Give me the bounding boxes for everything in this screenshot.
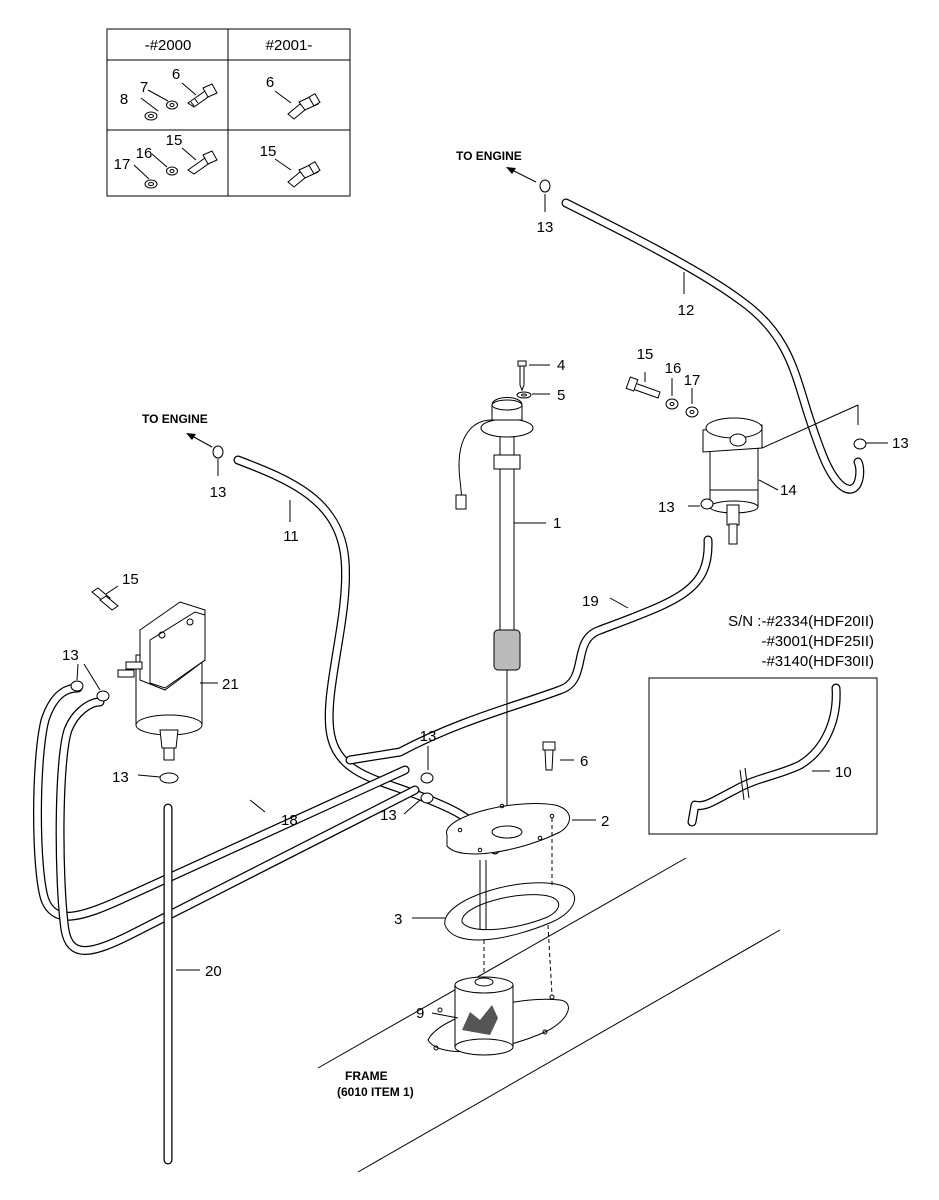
table-row2-left-parts: 17 16 15 [114, 132, 218, 189]
callout-18: 18 [281, 812, 298, 829]
hose-10 [687, 683, 841, 827]
callout-13-center-upper: 13 [420, 728, 437, 745]
callout-13-filter: 13 [658, 499, 675, 516]
mounting-plate-2 [446, 803, 570, 855]
fitting-6-icon [287, 92, 321, 120]
serial-note-line2: -#3001(HDF25II) [761, 633, 874, 650]
hose-18 [33, 683, 410, 921]
hose-18-second-run [55, 697, 420, 955]
callout-13-engine-left: 13 [210, 484, 227, 501]
table-label-15: 15 [166, 132, 183, 149]
callout-1: 1 [553, 515, 561, 532]
callout-13-right: 13 [892, 435, 909, 452]
callout-9: 9 [416, 1005, 424, 1022]
table-label-16: 16 [136, 145, 153, 162]
table-header-post-2001: #2001- [266, 37, 313, 54]
bolt-6-icon [187, 83, 218, 108]
water-separator-filter-14 [702, 404, 859, 545]
callout-15-upper: 15 [637, 346, 654, 363]
callout-13-pump: 13 [62, 647, 79, 664]
callout-19: 19 [582, 593, 599, 610]
callout-16: 16 [665, 360, 682, 377]
to-engine-upper-label: TO ENGINE [456, 149, 522, 163]
table-row1-left-parts: 8 7 6 [120, 66, 218, 121]
serial-variant-detail: S/N :-#2334(HDF20II) -#3001(HDF25II) -#3… [648, 613, 878, 835]
hoses [33, 198, 865, 1165]
frame-label: FRAME [345, 1069, 388, 1083]
washer-5 [516, 391, 532, 399]
table-label-15-new: 15 [260, 143, 277, 160]
callout-leaders [76, 194, 888, 1019]
callout-20: 20 [205, 963, 222, 980]
hose-12 [561, 198, 865, 494]
hardware-variant-table: -#2000 #2001- 8 7 6 6 [106, 28, 351, 197]
strainer-9 [454, 976, 514, 1056]
bolt-15-upper [625, 376, 661, 399]
callout-14: 14 [780, 482, 797, 499]
bolt-15-icon [187, 150, 218, 175]
callout-4: 4 [557, 357, 565, 374]
fitting-15-icon [287, 160, 321, 188]
callout-6: 6 [580, 753, 588, 770]
table-row2-right-parts: 15 [260, 143, 321, 188]
to-engine-left: TO ENGINE [142, 412, 213, 448]
frame-item-ref: (6010 ITEM 1) [337, 1085, 414, 1099]
table-row1-right-parts: 6 [266, 74, 321, 120]
callout-21: 21 [222, 676, 239, 693]
to-engine-left-label: TO ENGINE [142, 412, 208, 426]
callout-10: 10 [835, 764, 852, 781]
table-header-pre-2000: -#2000 [145, 37, 192, 54]
serial-note-line1: S/N :-#2334(HDF20II) [728, 613, 874, 630]
callout-5: 5 [557, 387, 565, 404]
gasket-3 [444, 860, 576, 941]
serial-note-line3: -#3140(HDF30II) [761, 653, 874, 670]
table-label-7: 7 [140, 79, 148, 96]
frame-outline: FRAME (6010 ITEM 1) [317, 857, 781, 1173]
table-label-6-new: 6 [266, 74, 274, 91]
table-label-6: 6 [172, 66, 180, 83]
hose-19 [345, 535, 713, 765]
callout-12: 12 [678, 302, 695, 319]
fitting-6-plate [542, 741, 556, 771]
screw-4 [517, 360, 527, 392]
callout-11: 11 [283, 528, 299, 545]
washer-17-upper [685, 406, 699, 418]
callout-13-engine-upper: 13 [537, 219, 554, 236]
washer-16-upper [665, 398, 679, 410]
fitting-15-pump [91, 587, 119, 611]
callout-15-pump: 15 [122, 571, 139, 588]
callout-2: 2 [601, 813, 609, 830]
callout-13-center-lower: 13 [380, 807, 397, 824]
table-label-17: 17 [114, 156, 131, 173]
table-label-8: 8 [120, 91, 128, 108]
hose-11 [233, 455, 500, 855]
callout-17: 17 [684, 372, 701, 389]
fuel-level-sender-1 [455, 397, 534, 840]
callout-numbers: 13 12 4 5 15 16 17 13 14 13 1 13 11 19 1… [62, 219, 909, 1022]
hose-clamps-13 [70, 179, 867, 804]
to-engine-upper: TO ENGINE [456, 149, 537, 183]
alignment-dashed-lines [483, 818, 553, 996]
fuel-pump-21 [117, 601, 206, 761]
callout-3: 3 [394, 911, 402, 928]
callout-13-pump-outlet: 13 [112, 769, 129, 786]
